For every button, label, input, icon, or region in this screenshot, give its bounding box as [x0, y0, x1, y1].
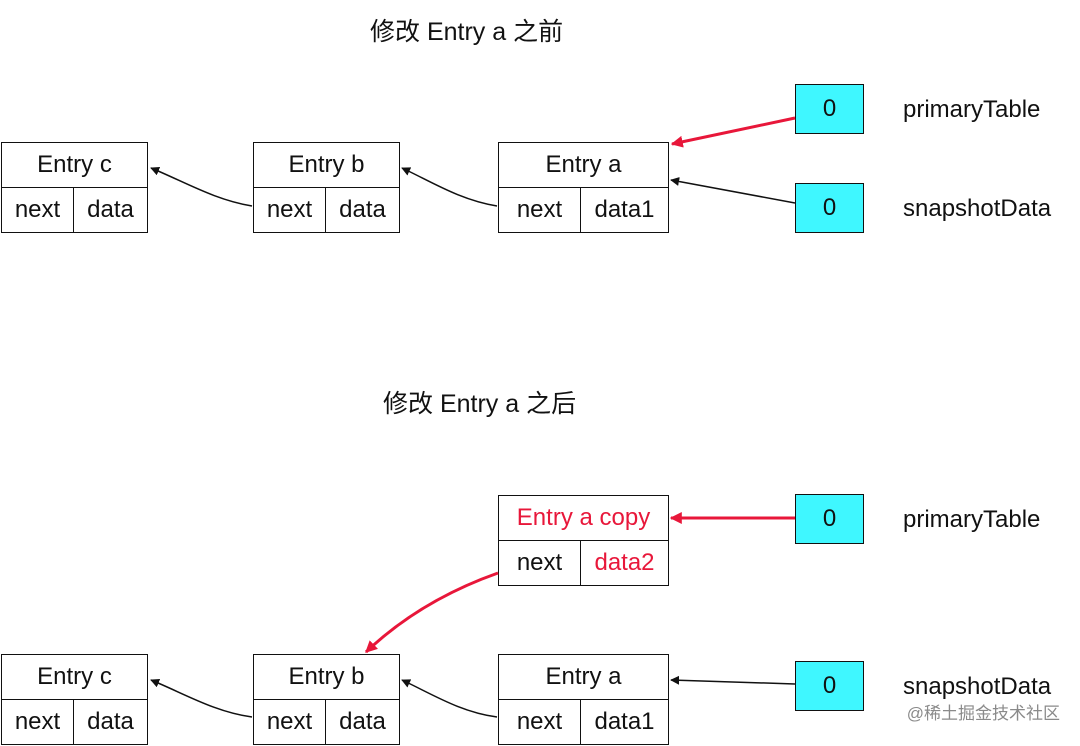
next-cell: next	[2, 700, 74, 744]
bottom-entry-a-copy-node: Entry a copy next data2	[498, 495, 669, 586]
data-cell: data	[87, 708, 134, 735]
arrow-top-b-to-c	[150, 166, 253, 207]
top-entry-a-node: Entry a next data1	[498, 142, 669, 233]
next-cell: next	[254, 188, 326, 232]
next-cell: next	[2, 188, 74, 232]
entry-head: Entry a	[499, 655, 668, 700]
bottom-entry-b-node: Entry b next data	[253, 654, 400, 745]
title-after: 修改 Entry a 之后	[383, 390, 577, 418]
entry-head: Entry a	[499, 143, 668, 188]
arrow-bottom-snapshot-to-a	[670, 675, 796, 685]
arrow-bottom-a-to-b	[401, 679, 498, 718]
top-entry-b-node: Entry b next data	[253, 142, 400, 233]
entry-head: Entry c	[2, 655, 147, 700]
data-cell: data1	[594, 196, 655, 223]
data-cell: data	[339, 708, 386, 735]
watermark: @稀土掘金技术社区	[906, 704, 1060, 723]
bottom-entry-a-node: Entry a next data1	[498, 654, 669, 745]
entry-head: Entry a copy	[499, 496, 668, 541]
arrow-top-a-to-b	[401, 167, 498, 207]
bottom-primary-table-pointer: 0	[795, 494, 864, 544]
arrow-bottom-copy-to-b	[364, 571, 499, 654]
arrow-top-snapshot-to-a	[670, 177, 796, 204]
bottom-primary-table-label: primaryTable	[903, 506, 1041, 533]
top-entry-c-node: Entry c next data	[1, 142, 148, 233]
arrow-bottom-b-to-c	[150, 678, 253, 718]
next-cell: next	[254, 700, 326, 744]
next-cell: next	[499, 188, 581, 232]
next-cell: next	[499, 541, 581, 585]
next-cell: next	[499, 700, 581, 744]
top-snapshot-data-pointer: 0	[795, 183, 864, 233]
arrow-top-primary-to-a	[670, 116, 796, 148]
bottom-entry-c-node: Entry c next data	[1, 654, 148, 745]
entry-head: Entry c	[2, 143, 147, 188]
data-cell: data	[339, 196, 386, 223]
title-before: 修改 Entry a 之前	[370, 18, 564, 46]
entry-head: Entry b	[254, 143, 399, 188]
bottom-snapshot-data-pointer: 0	[795, 661, 864, 711]
data-cell: data	[87, 196, 134, 223]
data-cell: data2	[594, 549, 655, 576]
data-cell: data1	[594, 708, 655, 735]
entry-head: Entry b	[254, 655, 399, 700]
top-primary-table-pointer: 0	[795, 84, 864, 134]
bottom-snapshot-data-label: snapshotData	[903, 673, 1052, 700]
top-primary-table-label: primaryTable	[903, 96, 1041, 123]
top-snapshot-data-label: snapshotData	[903, 195, 1052, 222]
